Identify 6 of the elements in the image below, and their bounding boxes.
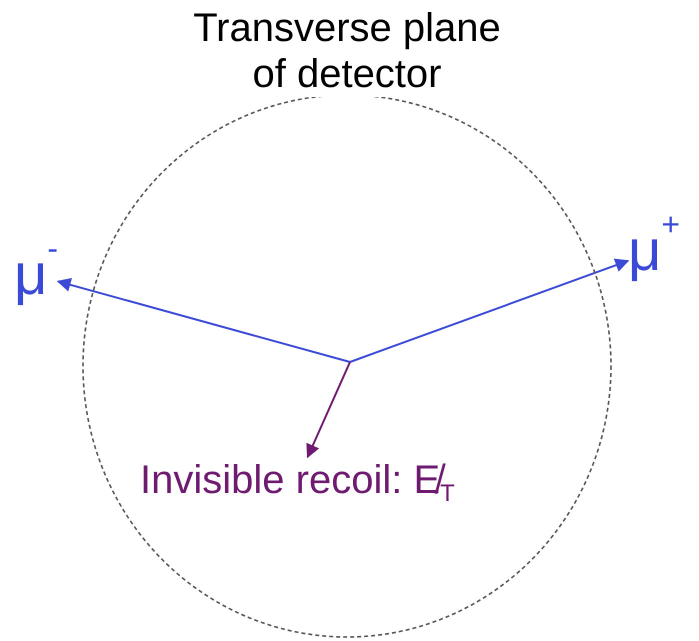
arrow [56,278,350,363]
arrow [350,258,630,363]
particle-label: μ$^{-}$ [14,242,58,309]
arrow [306,362,351,458]
recoil-label: Invisible recoil: E̸$_{T}$ [140,457,455,503]
particle-label: μ$^{+}$ [628,218,680,285]
